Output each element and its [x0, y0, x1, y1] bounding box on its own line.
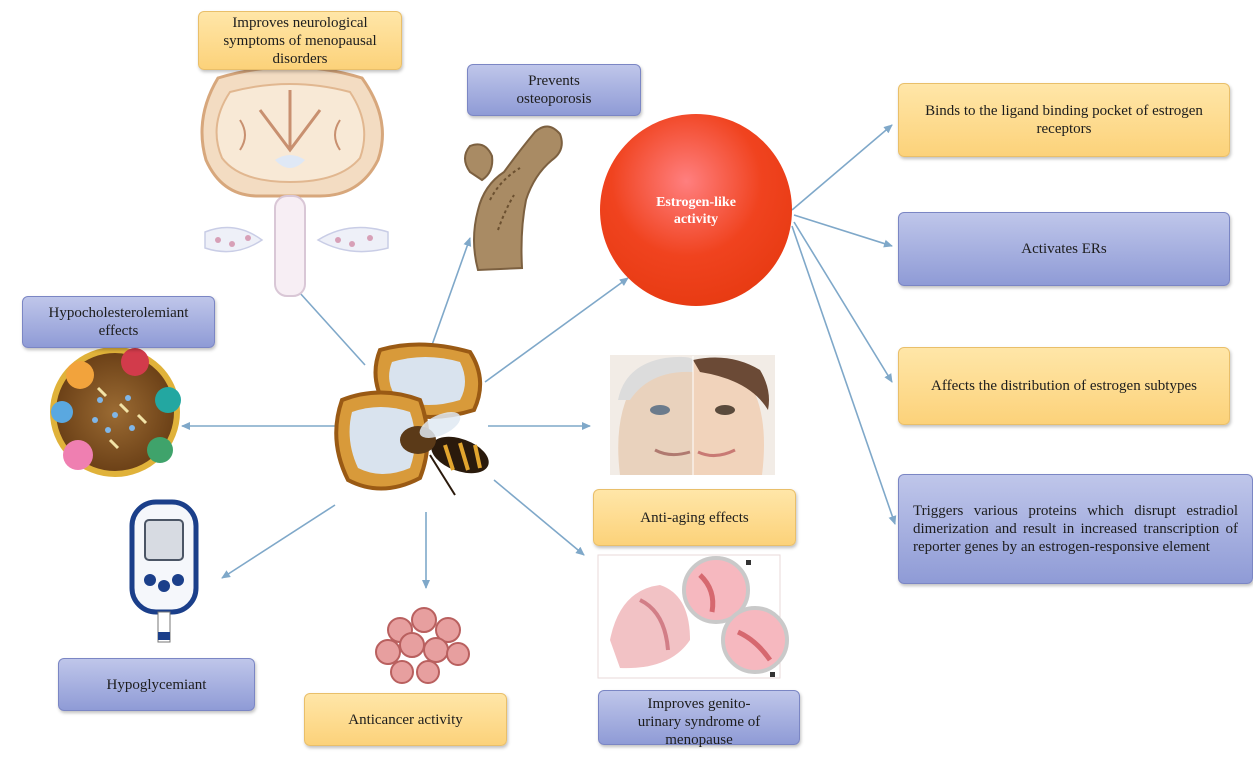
estrogen-label-line1: Estrogen-like — [656, 195, 736, 210]
effect-anticancer-text: Anticancer activity — [348, 711, 463, 729]
arrow-to-mech-4 — [792, 226, 895, 524]
arrow-to-estrogen — [485, 278, 628, 382]
arrow-to-mech-1 — [792, 125, 892, 210]
arrow-to-brain — [290, 282, 365, 365]
arrow-to-mech-3 — [794, 222, 892, 382]
mechanism-activates-ers-box: Activates ERs — [898, 212, 1230, 286]
mechanism-ligand-binding-text: Binds to the ligand binding pocket of es… — [919, 102, 1209, 138]
effect-hypocholesterolemiant-text: Hypocholesterolemiant effects — [31, 304, 206, 340]
propolis-bee-image — [336, 344, 493, 495]
arrow-to-glucometer — [222, 505, 335, 578]
bone-icon — [465, 126, 562, 270]
arrow-to-mech-2 — [794, 215, 892, 246]
effect-hypoglycemiant-text: Hypoglycemiant — [107, 676, 207, 694]
effect-neurological-text: Improves neurological symptoms of menopa… — [207, 14, 393, 68]
effect-genitourinary-box: Improves genito-urinary syndrome of meno… — [598, 690, 800, 745]
estrogen-label: Estrogen-like activity — [636, 194, 756, 228]
mechanism-activates-ers-text: Activates ERs — [1021, 240, 1106, 258]
brain-icon — [202, 67, 388, 296]
glucometer-icon — [132, 502, 196, 642]
mechanism-triggers-proteins-text: Triggers various proteins which disrupt … — [913, 502, 1238, 556]
mechanism-subtypes-text: Affects the distribution of estrogen sub… — [929, 377, 1199, 395]
mechanism-triggers-proteins-box: Triggers various proteins which disrupt … — [898, 474, 1253, 584]
face-aging-photo — [610, 355, 775, 475]
genitourinary-icon — [598, 555, 787, 678]
effect-antiaging-box: Anti-aging effects — [593, 489, 796, 546]
cancer-cells-icon — [376, 608, 469, 683]
effect-genitourinary-text: Improves genito-urinary syndrome of meno… — [629, 695, 769, 749]
lipoprotein-icon — [51, 348, 181, 474]
effect-hypocholesterolemiant-box: Hypocholesterolemiant effects — [22, 296, 215, 348]
effect-osteoporosis-text: Prevents osteoporosis — [499, 72, 609, 108]
mechanism-ligand-binding-box: Binds to the ligand binding pocket of es… — [898, 83, 1230, 157]
effect-neurological-box: Improves neurological symptoms of menopa… — [198, 11, 402, 70]
arrow-to-bone — [432, 238, 470, 345]
arrow-to-genitourinary — [494, 480, 584, 555]
effect-anticancer-box: Anticancer activity — [304, 693, 507, 746]
effect-antiaging-text: Anti-aging effects — [640, 509, 748, 527]
effect-osteoporosis-box: Prevents osteoporosis — [467, 64, 641, 116]
estrogen-label-line2: activity — [674, 212, 718, 227]
mechanism-subtypes-box: Affects the distribution of estrogen sub… — [898, 347, 1230, 425]
effect-hypoglycemiant-box: Hypoglycemiant — [58, 658, 255, 711]
